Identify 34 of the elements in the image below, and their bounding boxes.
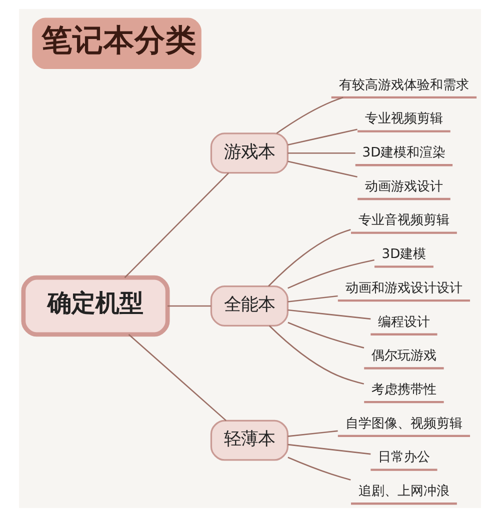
- node-text: 自学图像、视频剪辑: [345, 416, 462, 431]
- node-box: 轻薄本: [210, 419, 288, 460]
- node-text: 编程设计: [378, 314, 430, 330]
- connector: [268, 228, 351, 286]
- node-text: 追剧、上网冲浪: [358, 484, 450, 499]
- connector: [288, 430, 338, 436]
- node-text: 动画和游戏设计设计: [345, 280, 462, 296]
- connector: [276, 96, 344, 134]
- connector: [288, 152, 356, 154]
- node-text: 偶尔玩游戏: [371, 348, 436, 364]
- connector: [288, 128, 358, 145]
- connector: [288, 443, 371, 454]
- node-box: 全能本: [210, 285, 288, 326]
- connector: [168, 304, 211, 306]
- connector: [288, 456, 351, 480]
- connector: [288, 294, 338, 302]
- connector: [124, 172, 229, 278]
- connector: [268, 324, 364, 384]
- node-text: 专业视频剪辑: [364, 111, 443, 126]
- node-text: 3D建模: [382, 246, 426, 262]
- connector: [288, 308, 371, 320]
- connector: [288, 258, 374, 288]
- diagram-title: 笔记本分类: [41, 22, 196, 58]
- node-text: 有较高游戏体验和需求: [338, 77, 469, 92]
- node-text: 3D建模和渲染: [362, 145, 446, 160]
- node-text: 专业音视频剪辑: [358, 212, 450, 228]
- node-text: 日常办公: [378, 450, 430, 465]
- connector: [288, 160, 358, 177]
- node-text: 考虑携带性: [371, 382, 436, 397]
- connector: [288, 321, 364, 348]
- node-box: 游戏本: [210, 132, 288, 174]
- connector: [128, 334, 226, 421]
- node-box: 确定机型: [21, 274, 170, 336]
- node-text: 动画游戏设计: [364, 178, 443, 194]
